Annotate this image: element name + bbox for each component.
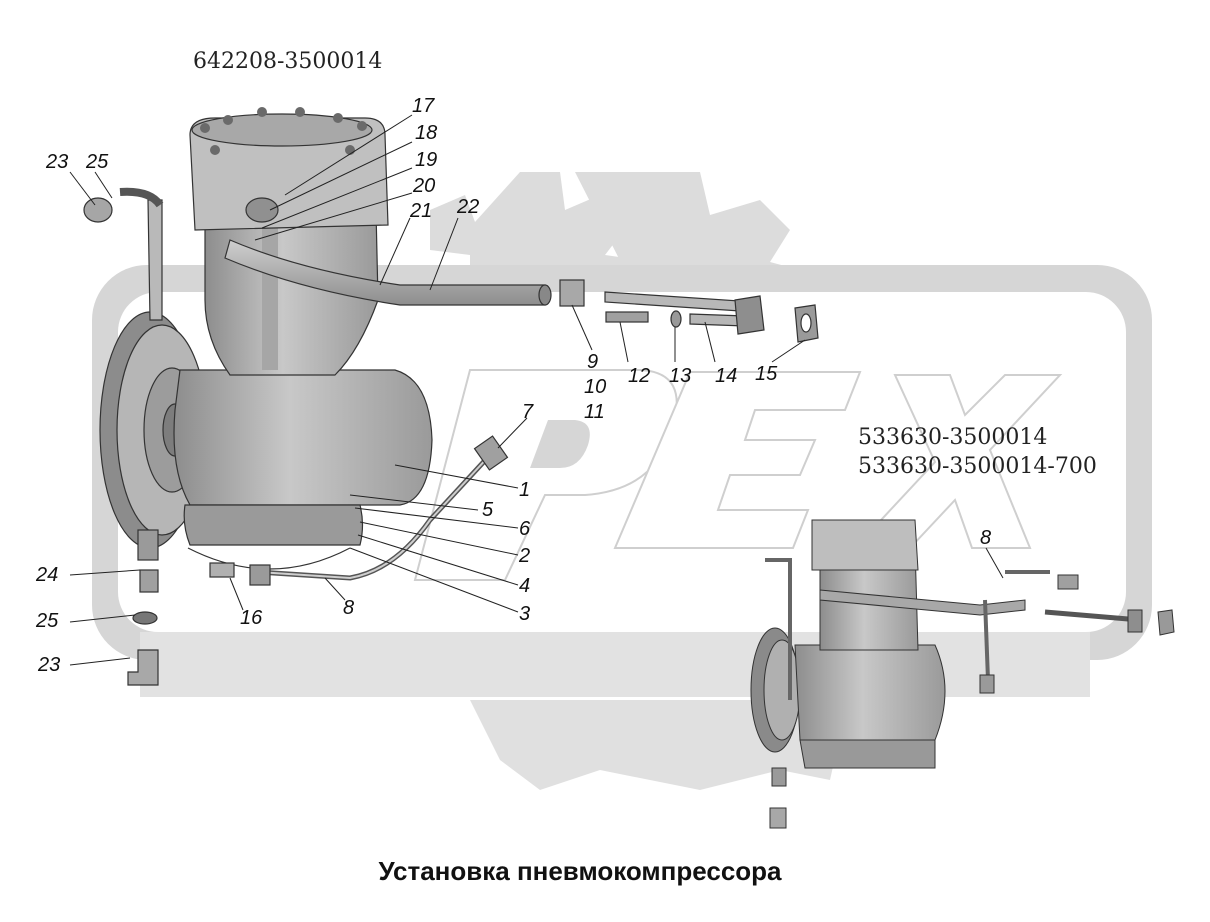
callout-4: 4: [519, 575, 531, 597]
callout-14: 14: [715, 365, 738, 387]
callout-6: 6: [519, 518, 531, 540]
callout-25-bottom: 25: [36, 610, 59, 632]
callout-1: 1: [519, 479, 531, 501]
callout-23-top: 23: [46, 151, 69, 173]
callout-15: 15: [755, 363, 778, 385]
callout-9: 9: [587, 351, 599, 373]
callout-17: 17: [412, 95, 435, 117]
callout-24: 24: [36, 564, 59, 586]
callout-5: 5: [482, 499, 494, 521]
callout-16: 16: [240, 607, 263, 629]
callout-7: 7: [522, 401, 534, 423]
callout-13: 13: [669, 365, 692, 387]
callout-20: 20: [413, 175, 436, 197]
callout-25-top: 25: [86, 151, 109, 173]
callout-18: 18: [415, 122, 438, 144]
callout-10: 10: [584, 376, 607, 398]
part-number-alt-1: 533630-3500014: [858, 425, 1048, 450]
callout-8-main: 8: [343, 597, 355, 619]
callout-23-bottom: 23: [38, 654, 61, 676]
leader-lines: [69, 114, 1004, 666]
callout-12: 12: [628, 365, 651, 387]
callout-11: 11: [584, 401, 605, 423]
callout-2: 2: [519, 545, 531, 567]
callout-19: 19: [415, 149, 438, 171]
callout-22: 22: [457, 196, 480, 218]
exploded-parts: [559, 279, 819, 343]
main-compressor: [83, 107, 552, 686]
callout-8-small: 8: [980, 527, 992, 549]
drawing-title: Установка пневмокомпрессора: [378, 856, 782, 886]
part-number-main: 642208-3500014: [193, 49, 383, 74]
callout-21: 21: [410, 200, 433, 222]
small-compressor: [750, 519, 1175, 829]
part-number-alt-2: 533630-3500014-700: [858, 454, 1097, 479]
callout-3: 3: [519, 603, 531, 625]
